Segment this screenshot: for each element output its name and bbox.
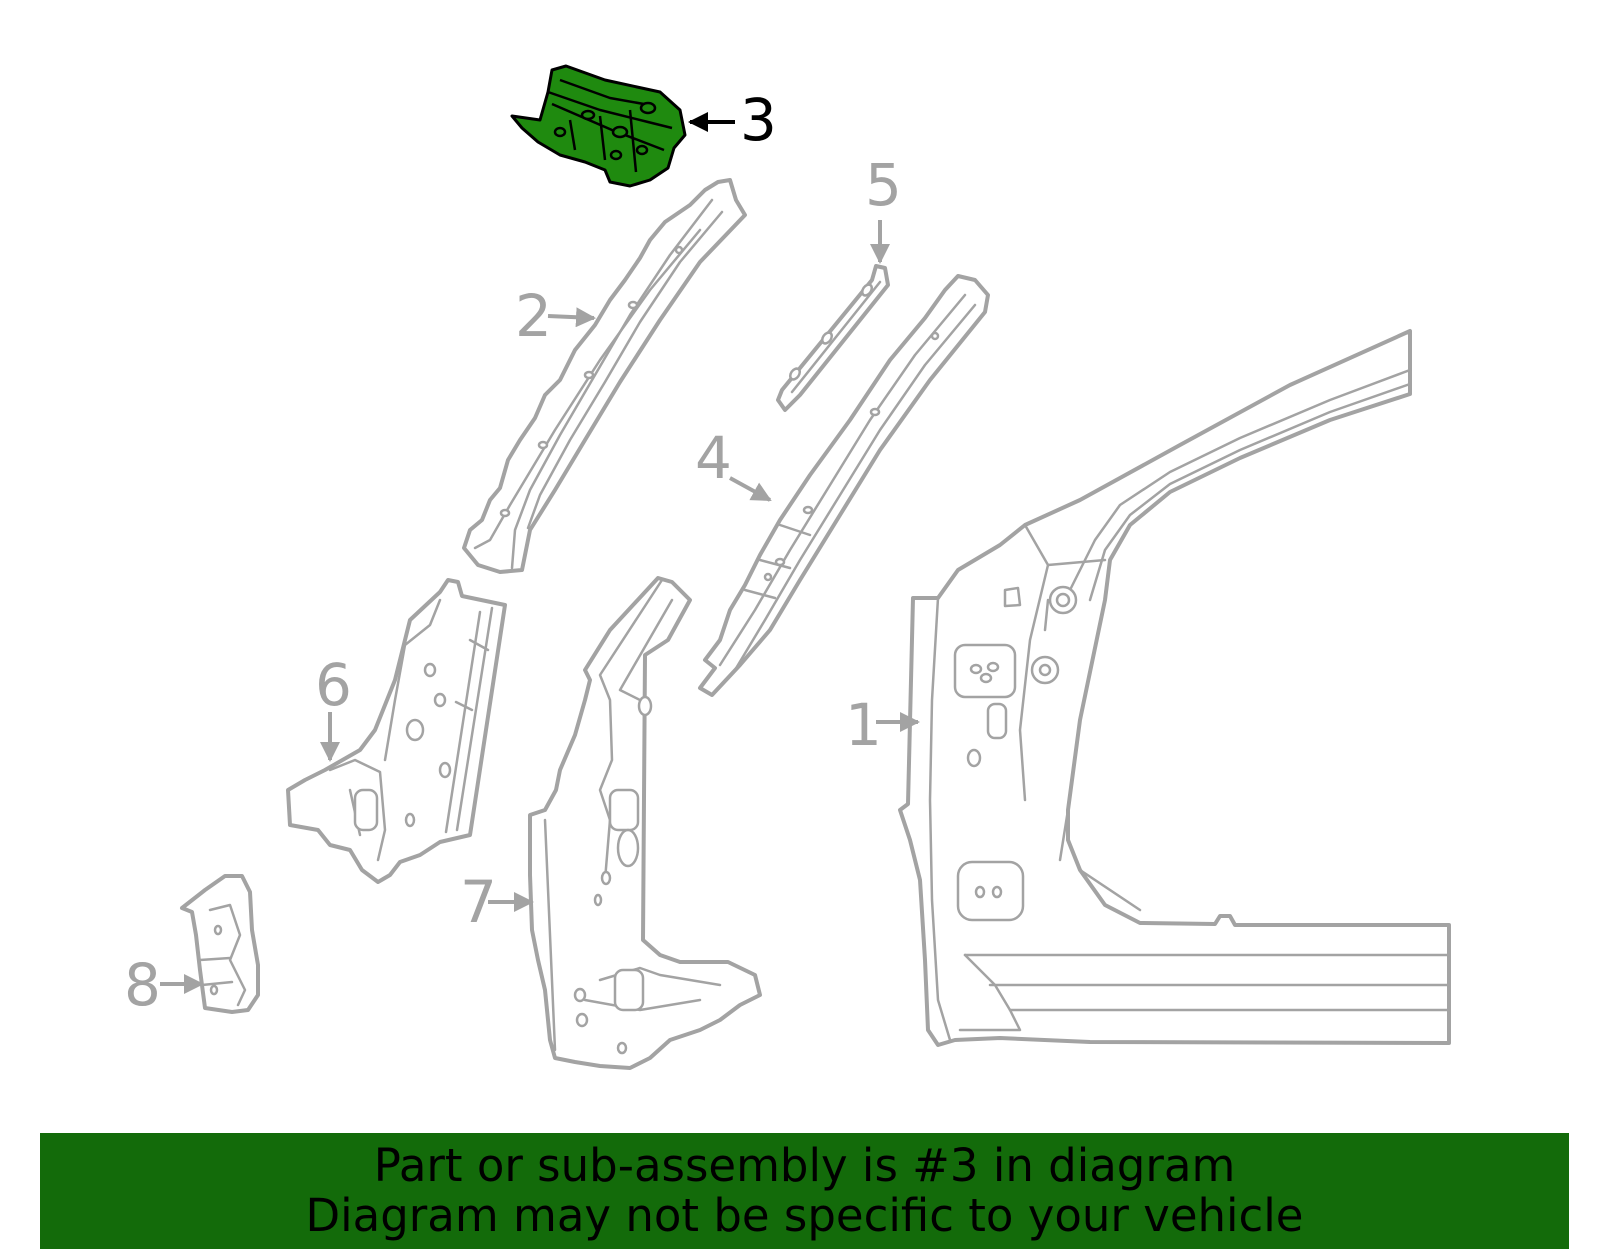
callout-3: 3: [740, 86, 777, 154]
callout-4: 4: [695, 424, 732, 492]
leader-4: [729, 476, 772, 502]
callout-6: 6: [315, 651, 352, 719]
banner-line-2: Diagram may not be specific to your vehi…: [305, 1189, 1304, 1242]
banner-line-1: Part or sub-assembly is #3 in diagram: [373, 1139, 1236, 1192]
part-1-body-side-panel[interactable]: [898, 329, 1451, 1047]
part-5-strip[interactable]: [776, 264, 890, 412]
callout-8: 8: [124, 951, 161, 1019]
part-8-small-bracket[interactable]: [180, 874, 260, 1014]
part-6-hinge-pillar[interactable]: [286, 578, 507, 884]
callout-5: 5: [865, 151, 902, 219]
part-7-lower-pillar[interactable]: [528, 576, 762, 1070]
callout-2: 2: [515, 282, 552, 350]
part-2-pillar-reinforcement[interactable]: [462, 178, 747, 574]
leader-2: [547, 307, 596, 328]
part-3-bracket[interactable]: [510, 64, 687, 188]
callout-7: 7: [460, 868, 497, 936]
part-4-pillar-inner[interactable]: [698, 274, 990, 697]
info-banner: Part or sub-assembly is #3 in diagram Di…: [40, 1133, 1569, 1249]
callout-1: 1: [845, 691, 882, 759]
